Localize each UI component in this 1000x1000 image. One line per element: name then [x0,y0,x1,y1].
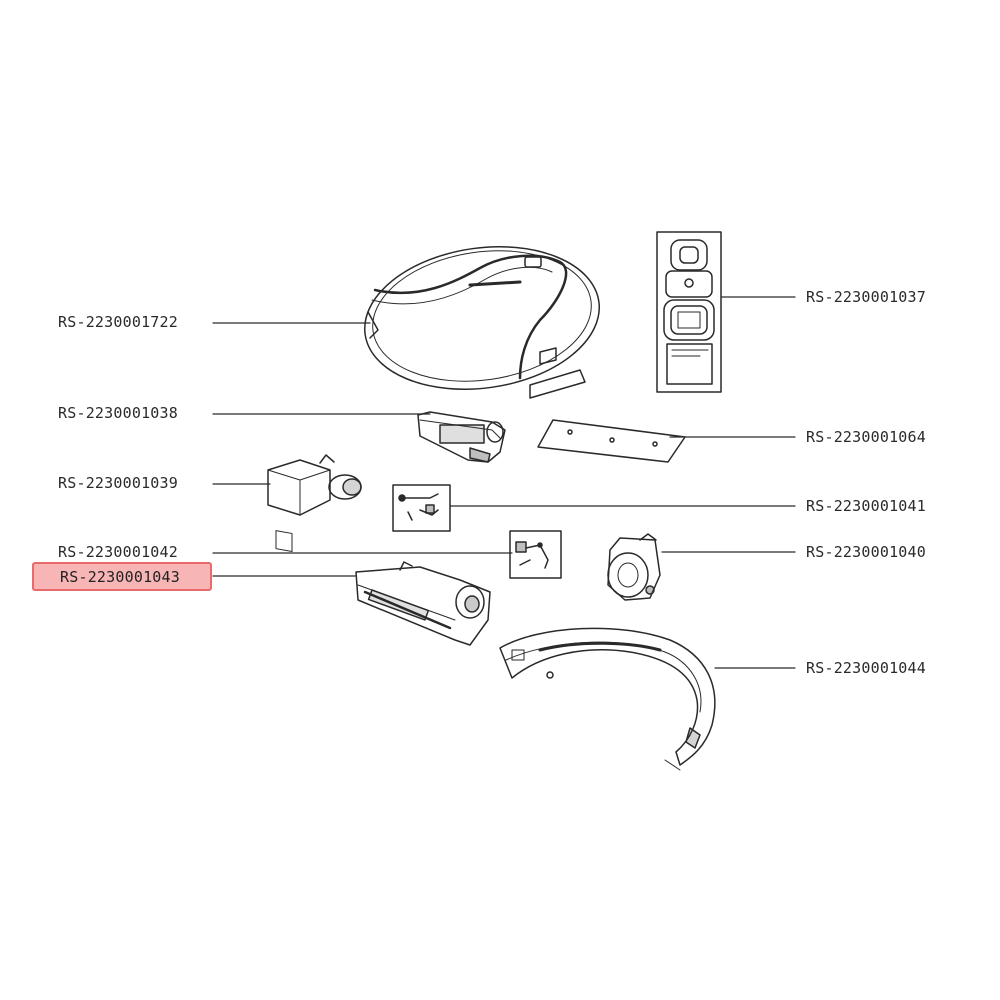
label-wheel-base[interactable]: RS-2230001038 [58,404,178,422]
brush-housing-drawing [355,561,491,646]
label-bumper[interactable]: RS-2230001044 [806,659,926,677]
wheel-base-drawing [417,411,506,463]
cover-drawing [363,246,601,399]
leader-lines [212,296,796,669]
label-side-motor-right[interactable]: RS-2230001040 [806,543,926,561]
side-motor-left-drawing [267,454,362,552]
label-sensor-small[interactable]: RS-2230001042 [58,543,178,561]
label-side-motor-left[interactable]: RS-2230001039 [58,474,178,492]
label-cable-set[interactable]: RS-2230001041 [806,497,926,515]
label-brush-housing-selected[interactable]: RS-2230001043 [32,562,212,591]
filter-set-drawing [656,231,722,393]
label-cover[interactable]: RS-2230001722 [58,313,178,331]
side-motor-right-drawing [607,533,661,601]
cable-set-drawing [392,484,451,532]
label-plate[interactable]: RS-2230001064 [806,428,926,446]
sensor-small-drawing [509,530,562,579]
bumper-drawing [499,627,716,771]
plate-drawing [537,419,686,463]
label-filter-set[interactable]: RS-2230001037 [806,288,926,306]
